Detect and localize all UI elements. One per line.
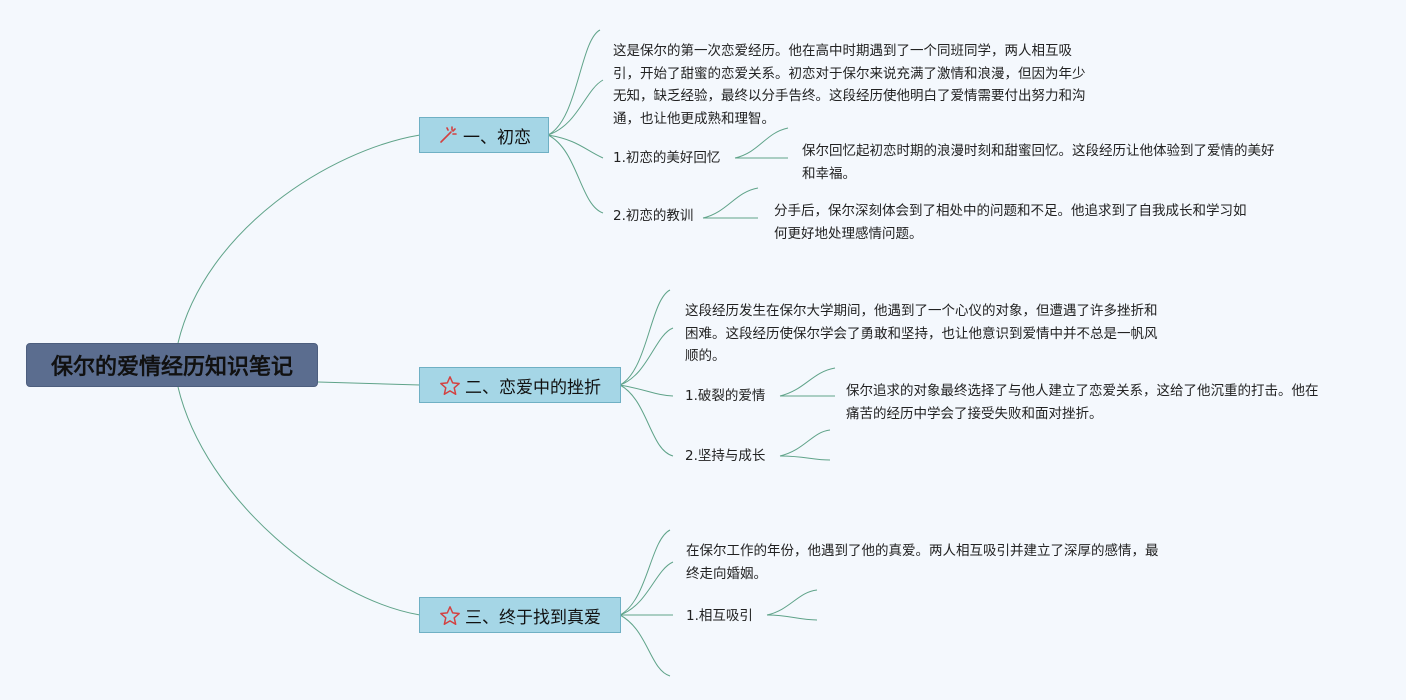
subtopic-mutual-attraction[interactable]: 1.相互吸引	[686, 606, 753, 626]
subtopic-detail[interactable]: 分手后，保尔深刻体会到了相处中的问题和不足。他追求到了自我成长和学习如 何更好地…	[774, 200, 1274, 245]
summary-line: 通，也让他更成熟和理智。	[613, 110, 775, 127]
subtopic-label: 1.破裂的爱情	[685, 388, 766, 404]
star-icon	[439, 604, 461, 626]
summary-line: 无知，缺乏经验，最终以分手告终。这段经历使他明白了爱情需要付出努力和沟	[613, 88, 1086, 104]
summary-line: 这是保尔的第一次恋爱经历。他在高中时期遇到了一个同班同学，两人相互吸	[613, 43, 1072, 59]
detail-line: 何更好地处理感情问题。	[774, 225, 923, 242]
topic-title: 二、恋爱中的挫折	[465, 377, 601, 398]
subtopic-detail[interactable]: 保尔回忆起初恋时期的浪漫时刻和甜蜜回忆。这段经历让他体验到了爱情的美好 和幸福。	[802, 140, 1302, 185]
topic-setbacks[interactable]: 二、恋爱中的挫折	[419, 367, 621, 403]
subtopic-lessons[interactable]: 2.初恋的教训	[613, 206, 693, 226]
subtopic-label: 1.相互吸引	[686, 608, 753, 624]
detail-line: 保尔回忆起初恋时期的浪漫时刻和甜蜜回忆。这段经历让他体验到了爱情的美好	[802, 143, 1275, 159]
detail-line: 痛苦的经历中学会了接受失败和面对挫折。	[846, 405, 1103, 422]
connector-root-branch2	[317, 381, 421, 386]
subtopic-persistence[interactable]: 2.坚持与成长	[685, 446, 765, 466]
root-topic[interactable]: 保尔的爱情经历知识笔记	[26, 343, 318, 387]
summary-line: 终走向婚姻。	[686, 565, 767, 582]
connector-root-branch3	[177, 386, 421, 616]
detail-line: 和幸福。	[802, 165, 856, 182]
detail-line: 分手后，保尔深刻体会到了相处中的问题和不足。他追求到了自我成长和学习如	[774, 203, 1247, 219]
branch3-summary[interactable]: 在保尔工作的年份，他遇到了他的真爱。两人相互吸引并建立了深厚的感情，最 终走向婚…	[686, 540, 1186, 585]
topic-title: 三、终于找到真爱	[465, 607, 601, 628]
subtopic-label: 2.坚持与成长	[685, 448, 766, 464]
summary-line: 困难。这段经历使保尔学会了勇敢和坚持，也让他意识到爱情中并不总是一帆风	[685, 325, 1158, 342]
topic-first-love[interactable]: 一、初恋	[419, 117, 549, 153]
topic-title: 一、初恋	[463, 127, 531, 148]
star-icon	[439, 374, 461, 396]
summary-line: 在保尔工作的年份，他遇到了他的真爱。两人相互吸引并建立了深厚的感情，最	[686, 543, 1159, 559]
topic-true-love[interactable]: 三、终于找到真爱	[419, 597, 621, 633]
summary-line: 这段经历发生在保尔大学期间，他遇到了一个心仪的对象，但遭遇了许多挫折和	[685, 303, 1158, 319]
subtopic-good-memories[interactable]: 1.初恋的美好回忆	[613, 148, 720, 168]
detail-line: 保尔追求的对象最终选择了与他人建立了恋爱关系，这给了他沉重的打击。他在	[846, 383, 1319, 399]
branch1-summary[interactable]: 这是保尔的第一次恋爱经历。他在高中时期遇到了一个同班同学，两人相互吸 引，开始了…	[613, 40, 1113, 130]
subtopic-broken-love[interactable]: 1.破裂的爱情	[685, 386, 765, 406]
sparkle-icon	[437, 124, 459, 146]
root-title: 保尔的爱情经历知识笔记	[50, 355, 293, 380]
subtopic-detail[interactable]: 保尔追求的对象最终选择了与他人建立了恋爱关系，这给了他沉重的打击。他在 痛苦的经…	[846, 380, 1346, 425]
subtopic-label: 1.初恋的美好回忆	[613, 150, 721, 166]
subtopic-label: 2.初恋的教训	[613, 208, 694, 224]
connector-root-branch1	[177, 134, 421, 344]
summary-line: 顺的。	[685, 348, 726, 364]
summary-line: 引，开始了甜蜜的恋爱关系。初恋对于保尔来说充满了激情和浪漫，但因为年少	[613, 65, 1086, 82]
branch2-summary[interactable]: 这段经历发生在保尔大学期间，他遇到了一个心仪的对象，但遭遇了许多挫折和 困难。这…	[685, 300, 1195, 368]
